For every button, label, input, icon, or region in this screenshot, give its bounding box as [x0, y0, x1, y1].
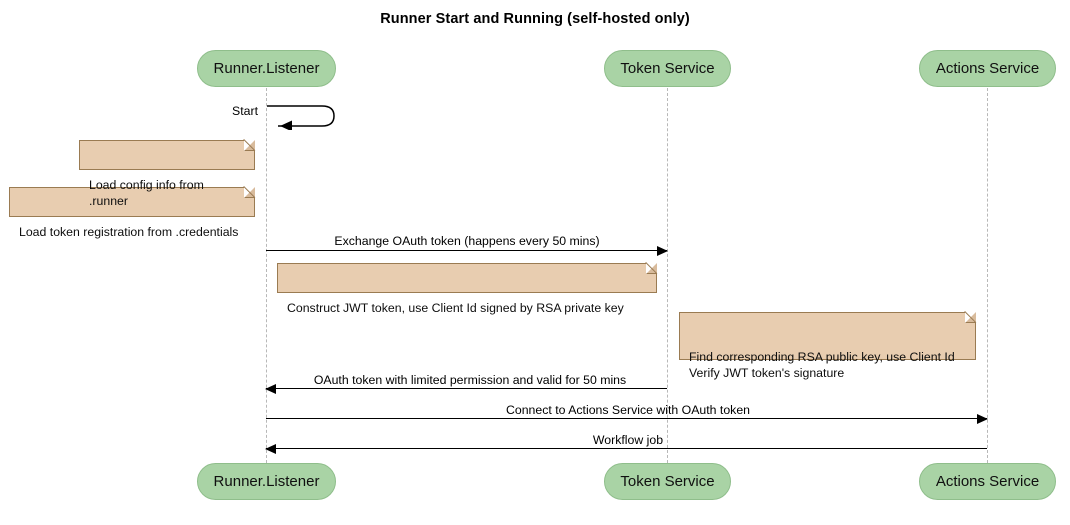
note-fold-corner-icon — [244, 186, 256, 198]
note-text: Load token registration from .credential… — [19, 225, 239, 239]
participant-runner-listener-bottom[interactable]: Runner.Listener — [197, 463, 336, 500]
arrowhead-right-icon — [657, 246, 668, 256]
lifeline-actions-service — [987, 88, 988, 463]
arrowhead-left-icon — [265, 384, 276, 394]
lifeline-runner-listener — [266, 88, 267, 463]
participant-label: Actions Service — [935, 473, 1040, 490]
participant-label: Token Service — [620, 473, 715, 490]
message-oauth-token-reply-label: OAuth token with limited permission and … — [313, 373, 627, 387]
note-construct-jwt: Construct JWT token, use Client Id signe… — [277, 262, 658, 315]
arrowhead-right-icon — [977, 414, 988, 424]
self-message-loop-path — [267, 105, 335, 130]
participant-label: Runner.Listener — [213, 473, 320, 490]
note-fold-corner-icon — [244, 139, 256, 151]
lifeline-token-service — [667, 88, 668, 463]
message-workflow-job[interactable] — [265, 444, 987, 454]
note-fold-corner-icon — [965, 311, 977, 323]
message-oauth-token-reply[interactable] — [265, 384, 667, 394]
note-load-config: Load config info from .runner — [79, 139, 256, 208]
message-workflow-job-label: Workflow job — [592, 433, 664, 447]
arrowhead-left-icon — [265, 444, 276, 454]
note-text: Construct JWT token, use Client Id signe… — [287, 301, 624, 315]
self-message-start[interactable] — [266, 102, 346, 130]
participant-actions-service-top[interactable]: Actions Service — [919, 50, 1056, 87]
note-text: Find corresponding RSA public key, use C… — [689, 350, 955, 380]
message-exchange-oauth[interactable] — [266, 246, 668, 256]
participant-label: Token Service — [620, 60, 715, 77]
participant-actions-service-bottom[interactable]: Actions Service — [919, 463, 1056, 500]
message-connect-actions-service-label: Connect to Actions Service with OAuth to… — [505, 403, 751, 417]
note-verify-jwt-signature: Find corresponding RSA public key, use C… — [679, 311, 977, 380]
participant-token-service-top[interactable]: Token Service — [604, 50, 731, 87]
message-exchange-oauth-label: Exchange OAuth token (happens every 50 m… — [334, 234, 600, 248]
participant-token-service-bottom[interactable]: Token Service — [604, 463, 731, 500]
message-connect-actions-service[interactable] — [266, 414, 988, 424]
note-load-token-registration: Load token registration from .credential… — [9, 186, 256, 239]
participant-label: Actions Service — [935, 60, 1040, 77]
participant-runner-listener-top[interactable]: Runner.Listener — [197, 50, 336, 87]
diagram-title: Runner Start and Running (self-hosted on… — [380, 11, 690, 27]
note-text: Load config info from .runner — [89, 178, 204, 208]
self-message-start-label: Start — [232, 104, 258, 118]
participant-label: Runner.Listener — [213, 60, 320, 77]
note-fold-corner-icon — [646, 262, 658, 274]
